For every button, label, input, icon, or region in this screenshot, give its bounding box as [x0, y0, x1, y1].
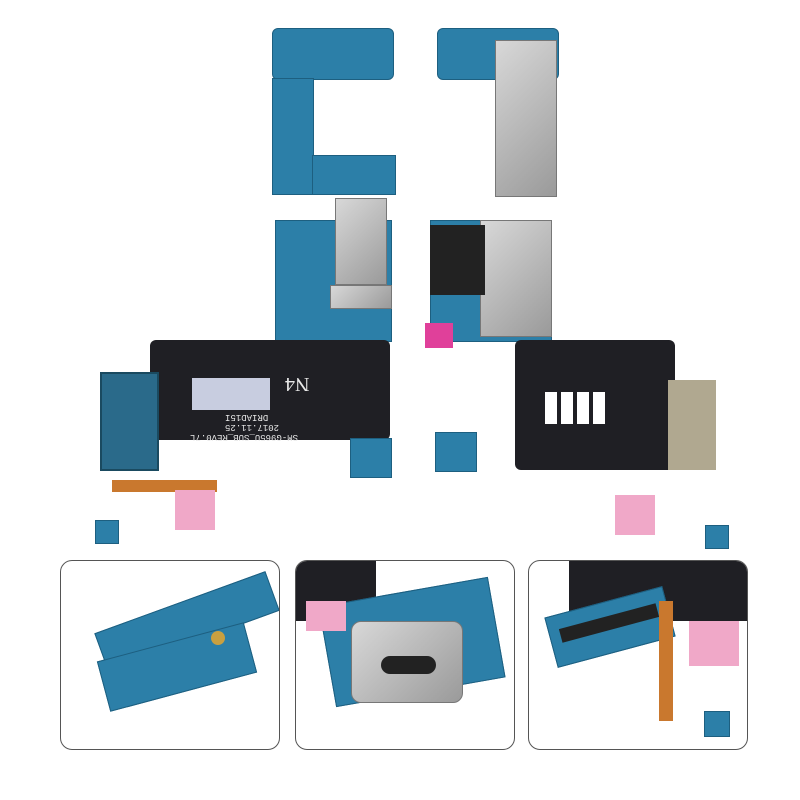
right-shield — [495, 40, 557, 197]
board-code: DRIAD15I — [225, 412, 269, 422]
right-shield-lower — [480, 220, 552, 337]
left-flex-tail — [112, 480, 217, 492]
detail-photo-antenna — [60, 560, 280, 750]
left-pcb-lower — [312, 155, 396, 195]
product-photo-main: N4 DRIAD15I 2017.11.25 SM-G965U_SUB_REV0… — [95, 28, 729, 549]
left-usb-port — [335, 198, 387, 285]
right-side-pcb — [435, 432, 477, 472]
detail-photo-usb-port — [295, 560, 515, 750]
right-small-pcb — [705, 525, 729, 549]
right-usb-port — [430, 225, 485, 295]
right-pink-sticker — [425, 323, 453, 348]
right-stiffener — [615, 495, 655, 535]
left-top-pcb — [272, 28, 394, 80]
left-pcb-arm — [272, 78, 314, 195]
left-flex — [150, 340, 390, 440]
left-stiffener — [175, 490, 215, 530]
left-fpc-connector — [100, 372, 159, 471]
left-side-pcb — [350, 438, 392, 478]
board-label: N4 — [285, 373, 310, 395]
right-white-pads — [545, 392, 605, 424]
left-bracket — [330, 285, 392, 309]
detail-photo-fpc-connector — [528, 560, 748, 750]
right-gold-plate — [668, 380, 716, 470]
left-small-pcb — [95, 520, 119, 544]
left-label-sticker — [192, 378, 270, 410]
board-date: 2017.11.25 — [225, 422, 280, 432]
board-model: SM-G965U_SUB_REV0.7L — [190, 432, 299, 442]
